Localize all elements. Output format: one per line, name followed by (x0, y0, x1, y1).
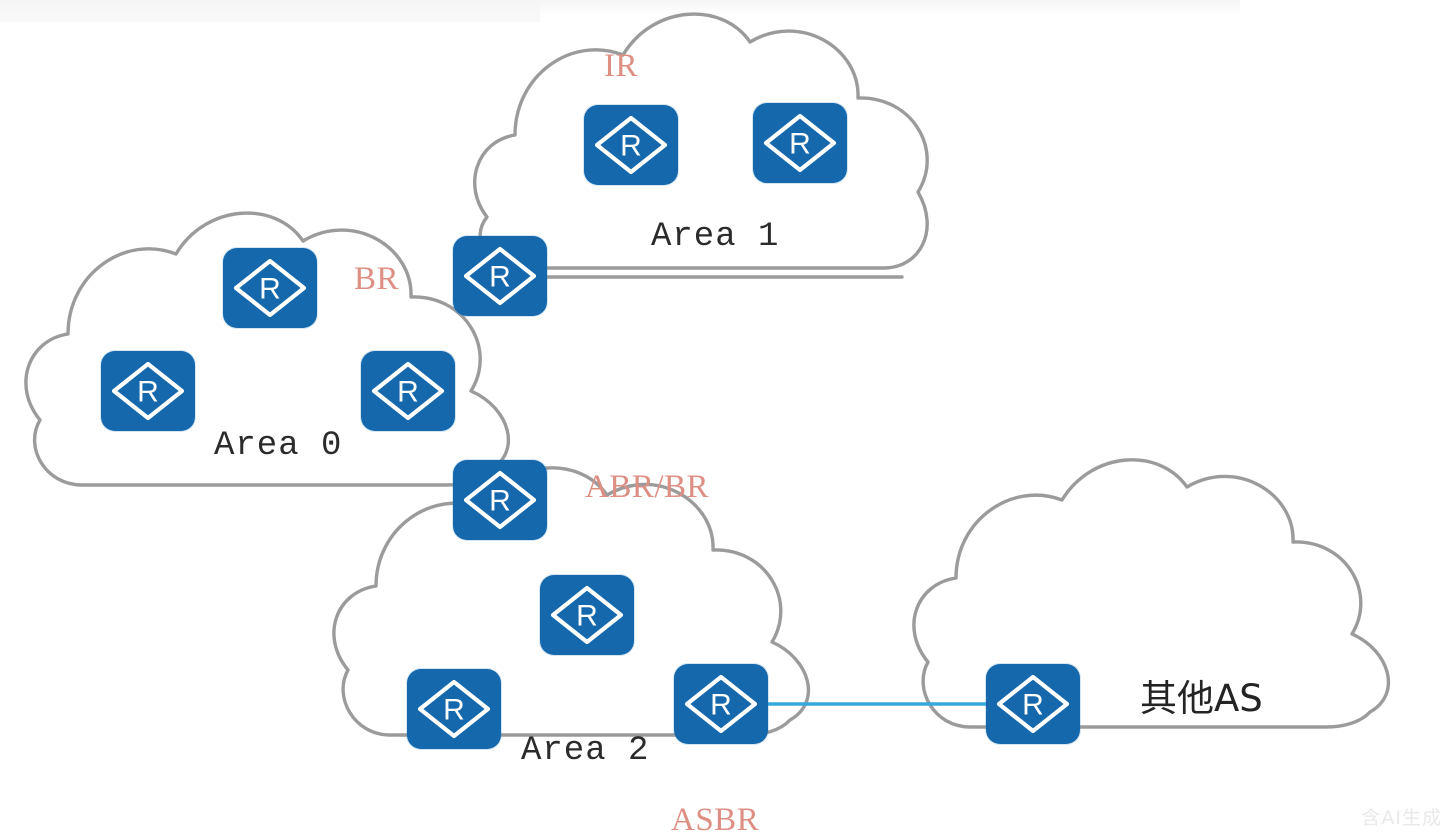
router-glyph: R (489, 261, 511, 294)
router-glyph: R (576, 600, 598, 633)
router-glyph: R (397, 376, 419, 409)
router-area1-r1[interactable]: R (584, 105, 678, 185)
router-abr-br[interactable]: R (453, 460, 547, 540)
router-area0-r3[interactable]: R (361, 351, 455, 431)
role-label-abr-br: ABR/BR (585, 469, 710, 505)
role-label-br: BR (354, 261, 400, 297)
area-label-area0: Area 0 (214, 427, 343, 465)
router-br[interactable]: R (453, 236, 547, 316)
cloud-other-as (912, 458, 1391, 729)
area-label-area2: Area 2 (521, 732, 650, 770)
cloud-area-1 (473, 12, 929, 270)
router-glyph: R (137, 376, 159, 409)
router-icon: R (763, 113, 837, 173)
router-glyph: R (620, 130, 642, 163)
watermark: 含AI生成 (1361, 807, 1442, 829)
router-icon: R (233, 258, 307, 318)
router-glyph: R (789, 128, 811, 161)
router-icon: R (417, 679, 491, 739)
router-icon: R (594, 115, 668, 175)
router-asbr[interactable]: R (674, 664, 768, 744)
area-label-other-as: 其他AS (1140, 677, 1263, 720)
router-other-as[interactable]: R (986, 664, 1080, 744)
router-icon: R (463, 470, 537, 530)
router-area1-r2[interactable]: R (753, 103, 847, 183)
role-label-asbr: ASBR (671, 802, 760, 835)
router-area2-r2[interactable]: R (407, 669, 501, 749)
router-icon: R (550, 585, 624, 645)
router-glyph: R (259, 273, 281, 306)
router-area0-r2[interactable]: R (101, 351, 195, 431)
router-glyph: R (443, 694, 465, 727)
router-area0-r1[interactable]: R (223, 248, 317, 328)
role-label-ir: IR (604, 48, 638, 84)
router-icon: R (371, 361, 445, 421)
router-area2-r1[interactable]: R (540, 575, 634, 655)
router-glyph: R (489, 485, 511, 518)
router-glyph: R (1022, 689, 1044, 722)
router-icon: R (463, 246, 537, 306)
router-icon: R (996, 674, 1070, 734)
area-label-area1: Area 1 (651, 218, 780, 256)
router-icon: R (684, 674, 758, 734)
router-icon: R (111, 361, 185, 421)
router-glyph: R (710, 689, 732, 722)
